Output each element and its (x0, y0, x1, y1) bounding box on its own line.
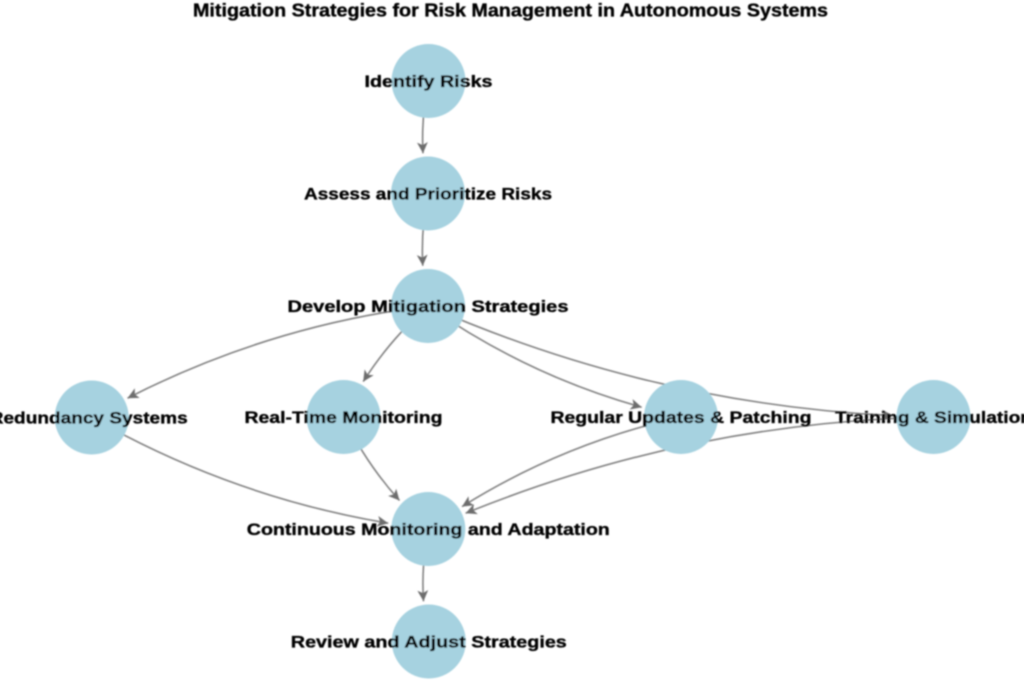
svg-text:Real-Time Monitoring: Real-Time Monitoring (245, 408, 443, 427)
svg-text:Mitigation Strategies for Risk: Mitigation Strategies for Risk Managemen… (193, 1, 828, 21)
svg-text:Regular Updates & Patching: Regular Updates & Patching (551, 408, 812, 427)
svg-text:Continuous Monitoring and Adap: Continuous Monitoring and Adaptation (247, 520, 610, 539)
svg-text:Identify Risks: Identify Risks (365, 72, 493, 91)
svg-text:Develop Mitigation Strategies: Develop Mitigation Strategies (288, 297, 569, 316)
svg-text:Redundancy Systems: Redundancy Systems (0, 408, 188, 427)
svg-text:Assess and Prioritize Risks: Assess and Prioritize Risks (304, 184, 552, 203)
svg-text:Review and Adjust Strategies: Review and Adjust Strategies (291, 632, 567, 651)
svg-text:Training & Simulation: Training & Simulation (835, 408, 1024, 427)
